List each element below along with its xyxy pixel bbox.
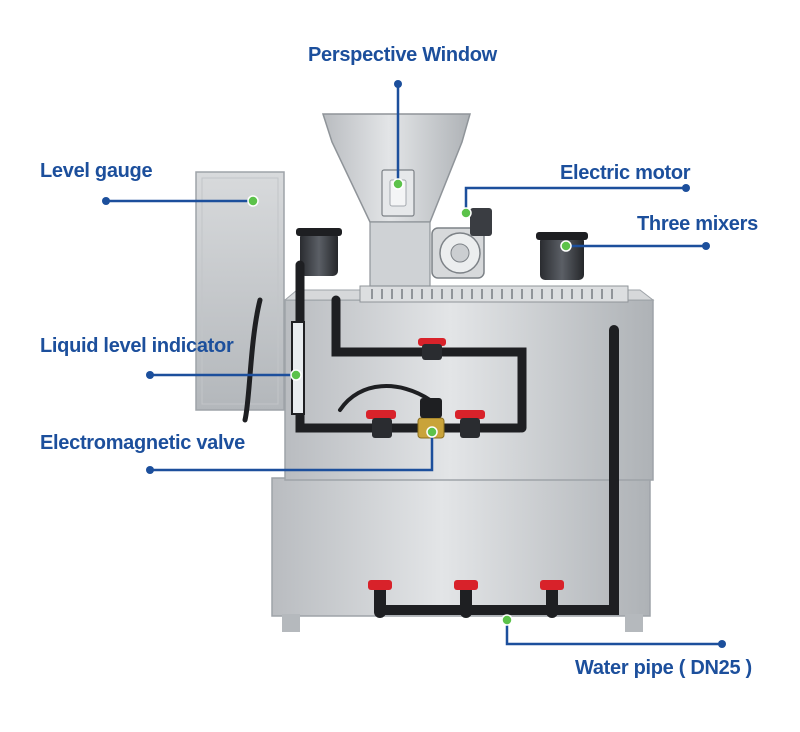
label-level-gauge: Level gauge (40, 160, 153, 182)
dot-start-perspective-window (392, 178, 404, 190)
dot-end-liquid-level-indicator (146, 371, 154, 379)
dot-end-water-pipe (718, 640, 726, 648)
leader-electric-motor (464, 186, 686, 213)
dot-end-perspective-window (394, 80, 402, 88)
leader-water-pipe (505, 620, 722, 646)
dot-end-three-mixers (702, 242, 710, 250)
pipework (242, 260, 619, 618)
dot-start-electric-motor (460, 207, 472, 219)
label-electric-motor: Electric motor (560, 162, 691, 184)
dot-end-electromagnetic-valve (146, 466, 154, 474)
label-liquid-level-indicator: Liquid level indicator (40, 335, 234, 357)
label-electromagnetic-valve: Electromagnetic valve (40, 432, 245, 454)
mixer-motor-left (296, 228, 342, 276)
mixer-motor-right (536, 232, 588, 280)
level-indicator-tube (291, 321, 305, 415)
dot-end-level-gauge (102, 197, 110, 205)
dot-start-electromagnetic-valve (426, 426, 438, 438)
label-perspective-window: Perspective Window (308, 44, 497, 66)
dot-end-electric-motor (682, 184, 690, 192)
level-gauge-box (195, 171, 285, 411)
leader-end-dots (102, 80, 726, 648)
hopper (321, 113, 471, 287)
dot-start-water-pipe (501, 614, 513, 626)
feeder-motor (431, 208, 492, 279)
valve-bodies (372, 344, 480, 438)
dot-start-three-mixers (560, 240, 572, 252)
dot-start-level-gauge (247, 195, 259, 207)
leader-start-dots (247, 178, 572, 626)
valve-handles (366, 338, 564, 590)
dot-start-liquid-level-indicator (290, 369, 302, 381)
leader-lines (106, 84, 722, 646)
label-three-mixers: Three mixers (637, 213, 758, 235)
solenoid-coil (420, 398, 442, 418)
top-grating (359, 285, 629, 303)
label-water-pipe: Water pipe ( DN25 ) (575, 657, 752, 679)
leader-electromagnetic-valve (150, 432, 434, 472)
